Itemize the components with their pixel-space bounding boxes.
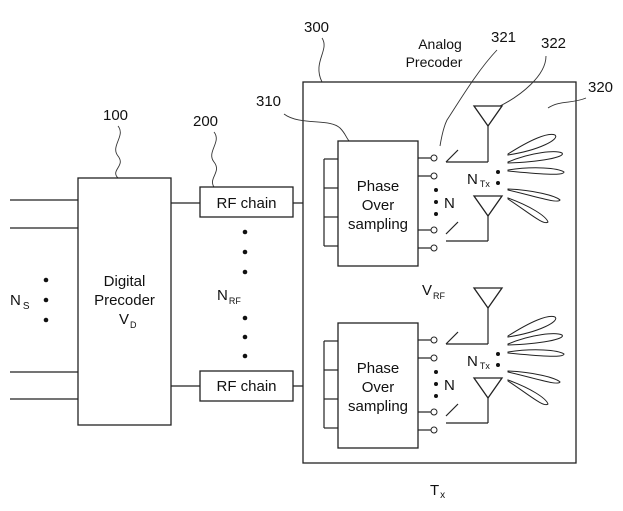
digital-precoder-label-line2: Precoder xyxy=(94,292,155,309)
phase-oversampling-top-line3: sampling xyxy=(348,216,408,233)
tx-label: Tx xyxy=(430,482,445,501)
bottom-n-label: N xyxy=(444,377,455,394)
top-antenna-feed xyxy=(446,126,489,242)
phase-oversampling-top-line2: Over xyxy=(362,197,395,214)
bottom-antenna-2-icon xyxy=(472,377,504,400)
analog-precoder-label-line2: Precoder xyxy=(406,54,463,70)
ref-200-label: 200 xyxy=(193,113,218,130)
nrf-label: NRF xyxy=(217,287,241,306)
top-switch-n-dots xyxy=(434,188,438,216)
ref-320-label: 320 xyxy=(588,79,613,96)
ref-100-label: 100 xyxy=(103,107,128,124)
bottom-antenna-1-icon xyxy=(472,287,504,310)
ref-310-label: 310 xyxy=(256,93,281,110)
vrf-label: VRF xyxy=(422,282,446,301)
top-rf-fanout xyxy=(323,158,338,247)
ref-310-leader xyxy=(283,113,351,143)
top-switch-nodes xyxy=(430,154,438,252)
bottom-rf-fanout xyxy=(323,340,338,429)
bottom-switch-n-dots xyxy=(434,370,438,398)
digital-precoder-box xyxy=(77,177,172,426)
ref-300-leader xyxy=(318,37,325,83)
bottom-beam-pattern-icon xyxy=(507,315,565,406)
phase-oversampling-bottom-line1: Phase xyxy=(357,360,400,377)
rf-chain-dots xyxy=(242,229,248,359)
bottom-switch-nodes xyxy=(430,336,438,434)
bottom-antenna-feed xyxy=(446,308,489,424)
digital-precoder-label-line1: Digital xyxy=(104,273,146,290)
ref-320-leader xyxy=(547,97,587,109)
top-antenna-dots xyxy=(496,170,500,185)
phase-oversampling-top-line1: Phase xyxy=(357,178,400,195)
rf-chain-top-box xyxy=(199,186,294,218)
top-n-label: N xyxy=(444,195,455,212)
input-stream-lines xyxy=(10,199,78,400)
bottom-switch-blades xyxy=(445,331,459,417)
rf-chain-bottom-box xyxy=(199,370,294,402)
phase-oversampling-top-box xyxy=(337,140,419,267)
bottom-antenna-dots xyxy=(496,352,500,367)
ref-322-label: 322 xyxy=(541,35,566,52)
rf-chain-top-label: RF chain xyxy=(216,195,276,212)
digital-precoder-variable: VD xyxy=(119,311,137,330)
top-beam-pattern-icon xyxy=(507,133,565,224)
analog-precoder-label-line1: Analog xyxy=(418,36,462,52)
ref-300-label: 300 xyxy=(304,19,329,36)
top-antenna-2-icon xyxy=(472,195,504,218)
phase-oversampling-bottom-line2: Over xyxy=(362,379,395,396)
top-switch-blades xyxy=(445,149,459,235)
rf-chain-bottom-label: RF chain xyxy=(216,378,276,395)
ref-321-label: 321 xyxy=(491,29,516,46)
top-output-wires xyxy=(418,157,431,249)
ref-100-leader xyxy=(115,125,121,179)
top-antenna-1-icon xyxy=(472,105,504,128)
phase-oversampling-bottom-line3: sampling xyxy=(348,398,408,415)
phase-oversampling-bottom-box xyxy=(337,322,419,449)
ref-200-leader xyxy=(211,131,217,188)
ref-321-leader xyxy=(439,49,498,147)
bottom-output-wires xyxy=(418,339,431,431)
input-stream-dots xyxy=(43,277,49,323)
ref-322-leader xyxy=(499,55,547,107)
